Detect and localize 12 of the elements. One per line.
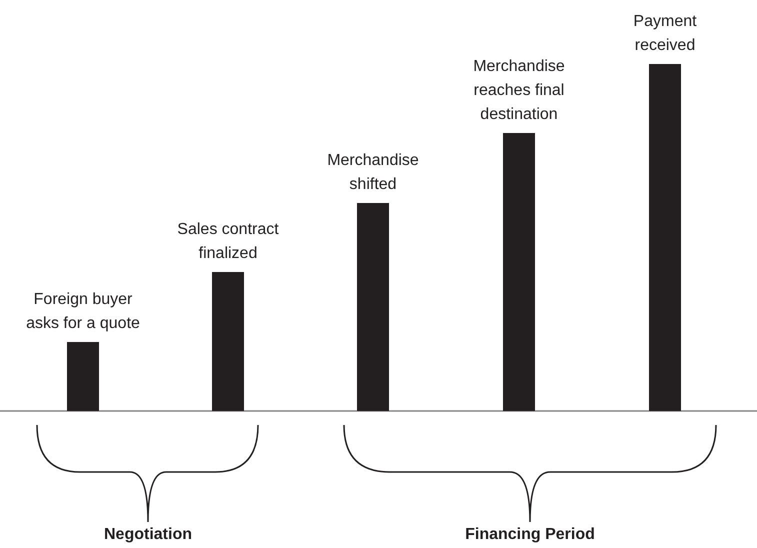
group-label: Negotiation [103, 526, 193, 544]
bar [212, 272, 244, 411]
bar [649, 64, 681, 411]
bar-label: Foreign buyer asks for a quote [25, 290, 141, 334]
bar [67, 342, 99, 411]
group-label: Financing Period [464, 526, 596, 544]
bar [357, 203, 389, 411]
bar-label: Merchandise reaches final destination [472, 57, 566, 125]
bar-label: Sales contract finalized [176, 220, 280, 264]
bar [503, 133, 535, 411]
bar-label: Merchandise shifted [326, 151, 420, 195]
bar-label: Payment received [632, 12, 698, 56]
